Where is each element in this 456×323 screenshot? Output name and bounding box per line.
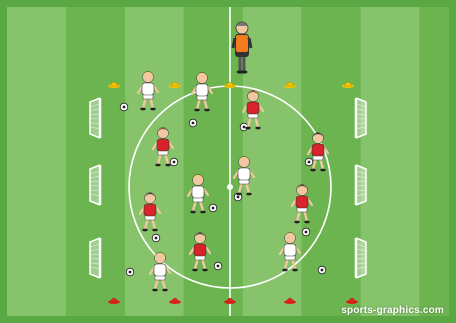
ball [189,119,197,127]
mini-goal [90,238,100,278]
ball [305,158,313,166]
ball [214,262,222,270]
grass-stripe [7,7,66,316]
ball [120,103,128,111]
center-spot [227,184,233,190]
ball [209,204,217,212]
mini-goal [90,165,100,205]
mini-goal [90,98,100,138]
mini-goal [356,238,366,278]
mini-goal [356,165,366,205]
ball [318,266,326,274]
grass-stripe [361,7,420,316]
ball [126,268,134,276]
coach-bib [236,35,248,52]
ball [170,158,178,166]
mini-goal [356,98,366,138]
grass-stripes [7,7,449,316]
grass-stripe [420,7,449,316]
ball [302,228,310,236]
ball [152,234,160,242]
watermark-credit: sports-graphics.com [341,305,444,316]
